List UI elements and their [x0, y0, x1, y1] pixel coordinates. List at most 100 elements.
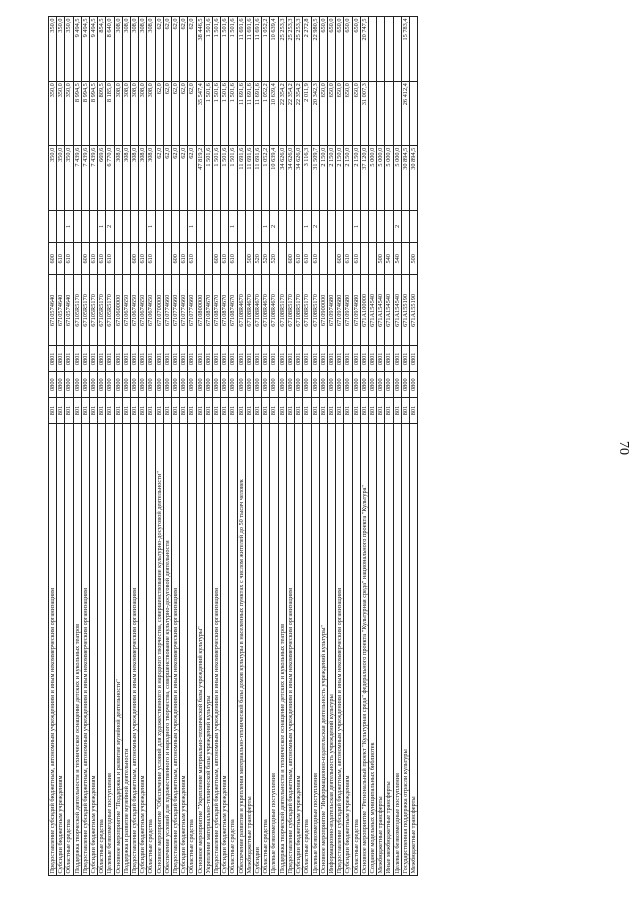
subsection-code: 0801 — [269, 345, 279, 372]
amount-year-1: 62,0 — [179, 145, 188, 211]
section-code: 0800 — [187, 371, 197, 398]
subsection-code: 0801 — [343, 345, 353, 372]
section-code: 0800 — [384, 371, 394, 398]
amount-year-1: 7 439,6 — [73, 145, 82, 211]
subsection-code: 0801 — [294, 345, 303, 372]
row-name: Субсидии — [253, 423, 262, 876]
amount-year-3: 10 639,4 — [269, 16, 279, 82]
amount-year-2: 11 691,6 — [237, 81, 246, 146]
row-name: Субсидии бюджетным учреждениям — [56, 423, 65, 876]
expense-type-code — [73, 242, 82, 275]
amount-year-2 — [393, 81, 402, 146]
target-article-code: 6710900000 — [319, 274, 328, 346]
amount-year-3 — [393, 16, 402, 82]
amount-year-2: 650,0 — [343, 81, 353, 146]
target-article-code: 671A155190 — [409, 274, 418, 346]
amount-year-3: 350,0 — [64, 16, 74, 82]
section-code: 0800 — [81, 371, 90, 398]
table-row: Государственная поддержка отрасли культу… — [401, 16, 410, 876]
subsection-code: 0801 — [56, 345, 65, 372]
table-row: Предоставление субсидий бюджетным, автон… — [130, 16, 139, 876]
grbs-code: 801 — [97, 397, 106, 424]
amount-year-2: 62,0 — [163, 81, 172, 146]
subsection-code: 0801 — [352, 345, 361, 372]
grbs-code: 801 — [130, 397, 139, 424]
row-name: Межбюджетные трансферты — [376, 423, 385, 876]
table-row: Предоставление субсидий бюджетным, автон… — [212, 16, 221, 876]
source-code — [376, 210, 385, 243]
grbs-code: 801 — [187, 397, 197, 424]
subsection-code: 0801 — [376, 345, 385, 372]
table-row: Обеспечение развития и укрепления матери… — [237, 16, 246, 876]
expense-type-code: 610 — [105, 242, 115, 275]
target-article-code: 6710974680 — [335, 274, 344, 346]
amount-year-2: 11 691,6 — [245, 81, 254, 146]
target-article-code: 6710974680 — [352, 274, 361, 346]
source-code — [294, 210, 303, 243]
amount-year-3: 308,0 — [114, 16, 123, 82]
target-article-code: 6710774660 — [187, 274, 197, 346]
amount-year-2: 809,5 — [97, 81, 106, 146]
subsection-code: 0801 — [138, 345, 147, 372]
amount-year-1: 34 626,0 — [286, 145, 295, 211]
expense-type-code: 610 — [89, 242, 98, 275]
grbs-code: 801 — [81, 397, 90, 424]
amount-year-3: 650,0 — [352, 16, 361, 82]
target-article-code: 6710700000 — [155, 274, 164, 346]
source-code — [253, 210, 262, 243]
source-code — [384, 210, 394, 243]
target-article-code: 6710574640 — [48, 274, 57, 346]
expense-type-code: 520 — [261, 242, 270, 275]
expense-type-code — [122, 242, 131, 275]
grbs-code: 801 — [294, 397, 303, 424]
grbs-code: 801 — [196, 397, 205, 424]
source-code: 1 — [187, 210, 197, 243]
expense-type-code: 520 — [269, 242, 279, 275]
subsection-code: 0801 — [261, 345, 270, 372]
grbs-code: 801 — [64, 397, 74, 424]
row-name: Областные средства — [302, 423, 311, 876]
amount-year-1: 31 509,7 — [311, 145, 320, 211]
amount-year-3: 11 691,6 — [237, 16, 246, 82]
grbs-code: 801 — [237, 397, 246, 424]
amount-year-1: 669,6 — [97, 145, 106, 211]
expense-type-code — [368, 242, 377, 275]
amount-year-2: 8 185,0 — [105, 81, 115, 146]
amount-year-3: 9 494,5 — [89, 16, 98, 82]
amount-year-1: 2 150,0 — [319, 145, 328, 211]
amount-year-2 — [384, 81, 394, 146]
section-code: 0800 — [286, 371, 295, 398]
amount-year-3: 62,0 — [171, 16, 180, 82]
expense-type-code: 610 — [187, 242, 197, 275]
target-article-code: 6710774660 — [171, 274, 180, 346]
row-name: Укрепление материально-технической базы … — [204, 423, 213, 876]
amount-year-1: 5 000,0 — [376, 145, 385, 211]
section-code: 0800 — [302, 371, 311, 398]
expense-type-code: 500 — [245, 242, 254, 275]
grbs-code: 801 — [343, 397, 353, 424]
row-name: Предоставление субсидий бюджетным, автон… — [335, 423, 344, 876]
amount-year-3: 1 052,2 — [261, 16, 270, 82]
expense-type-code — [237, 242, 246, 275]
amount-year-2: 1 052,2 — [261, 81, 270, 146]
source-code — [114, 210, 123, 243]
target-article-code: 6710874670 — [228, 274, 238, 346]
table-row: Поддержка творческой деятельности и техн… — [278, 16, 287, 876]
expense-type-code: 600 — [212, 242, 221, 275]
grbs-code: 801 — [286, 397, 295, 424]
target-article-code: 671A100000 — [360, 274, 369, 346]
row-name: Межбюджетные трансферты — [245, 423, 254, 876]
expense-type-code: 600 — [81, 242, 90, 275]
grbs-code: 801 — [278, 397, 287, 424]
budget-table: Предоставление субсидий бюджетным, автон… — [48, 16, 418, 876]
source-code: 1 — [64, 210, 74, 243]
source-code: 1 — [97, 210, 106, 243]
source-code — [343, 210, 353, 243]
